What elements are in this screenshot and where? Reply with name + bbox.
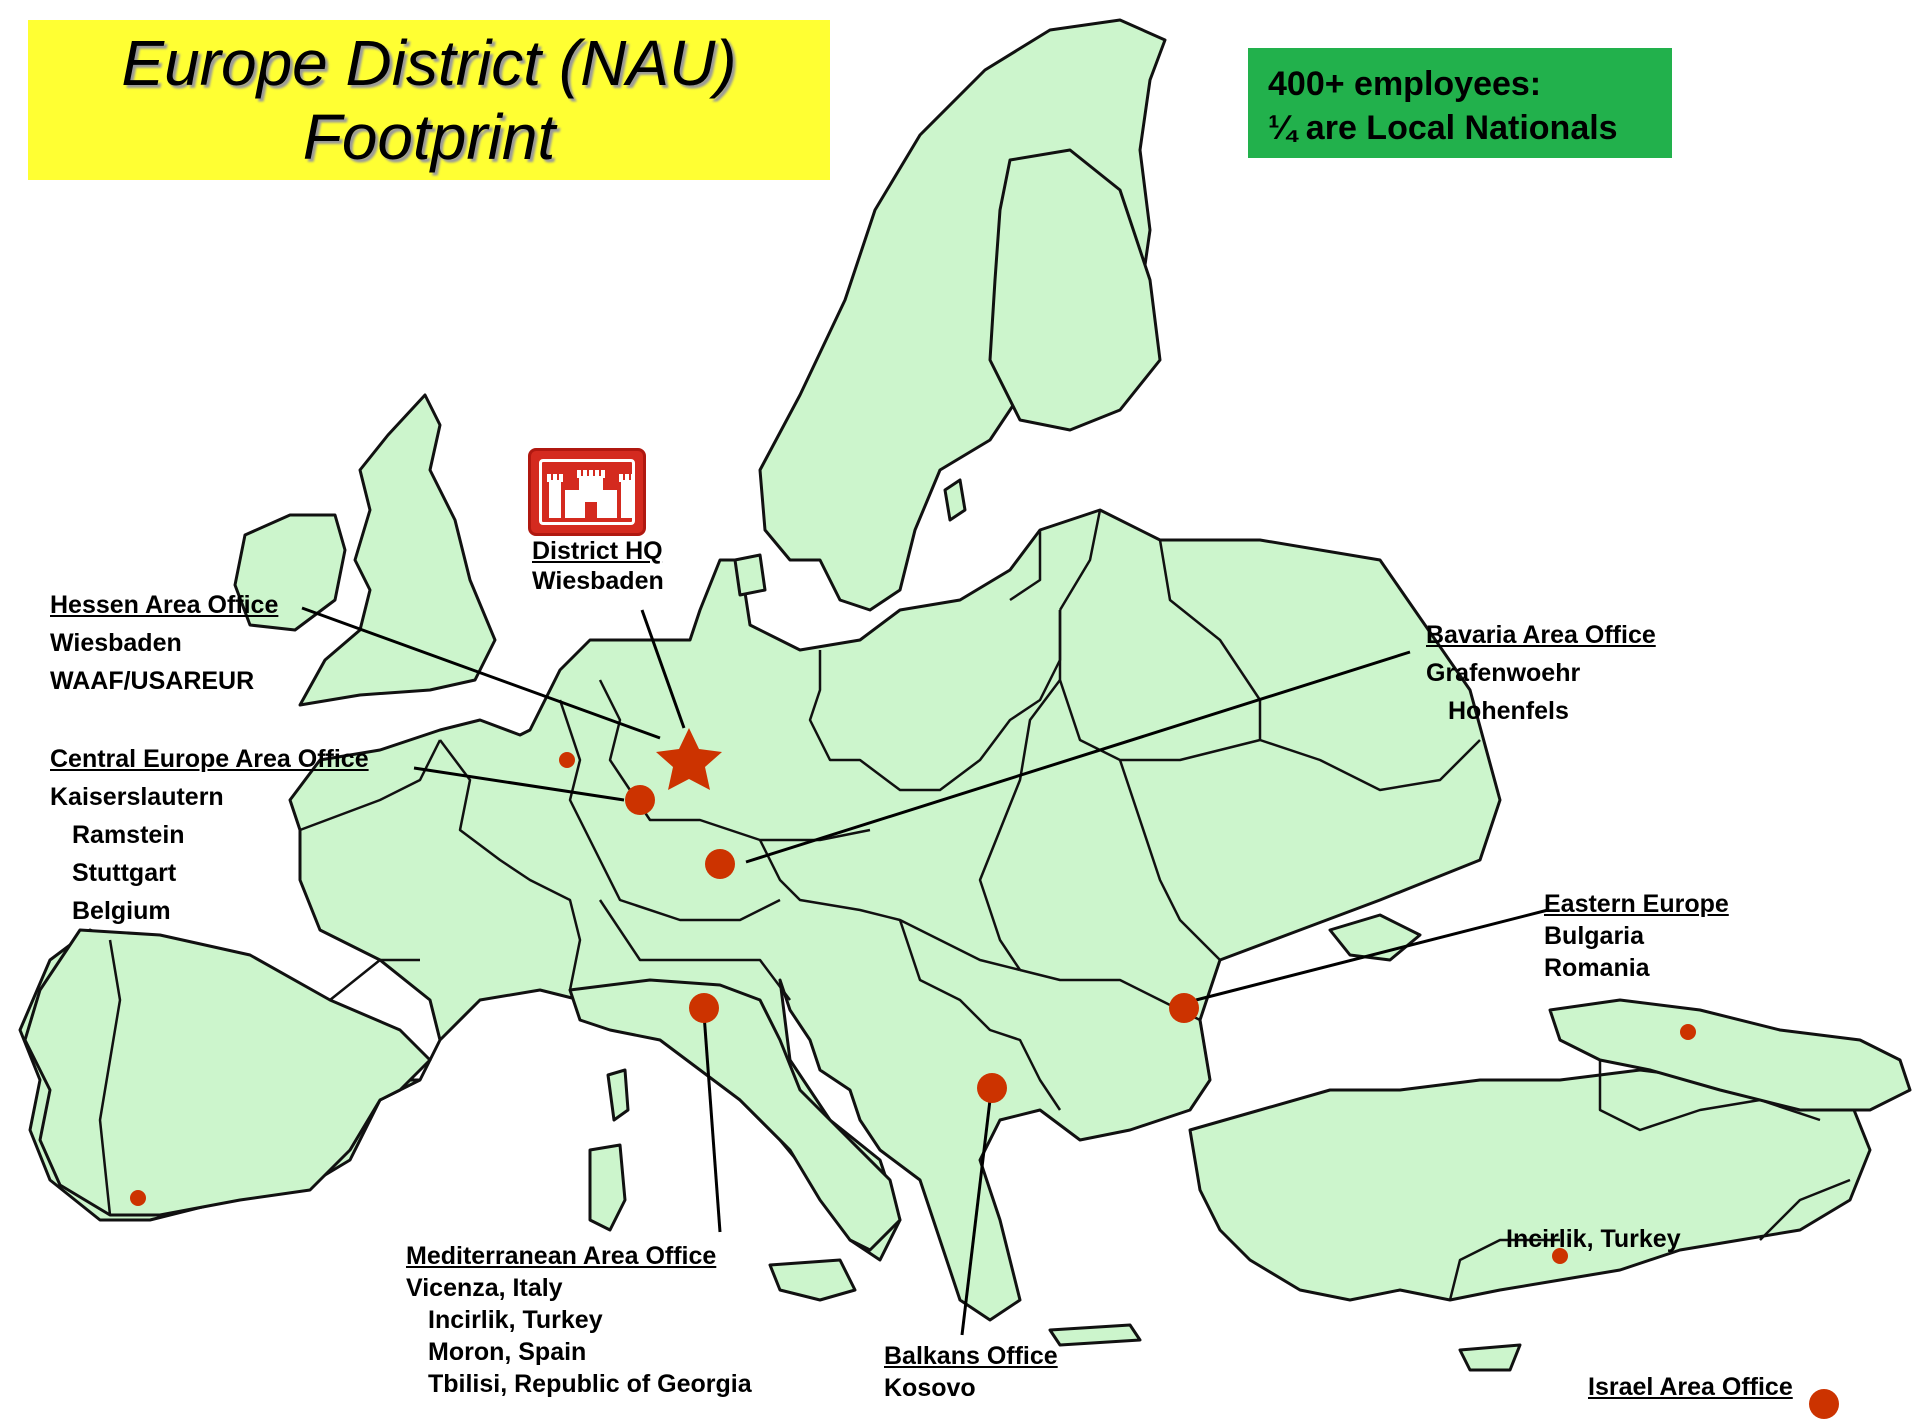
mediterranean-leader-line (702, 1013, 722, 1233)
corps-of-engineers-castle-icon (528, 448, 646, 536)
belgium-marker (559, 752, 575, 768)
crete-landmass (1048, 1323, 1142, 1347)
mediterranean-line-1: Vicenza, Italy (406, 1274, 563, 1302)
central-line-3: Stuttgart (72, 859, 177, 887)
hessen-leader-line (301, 606, 661, 740)
hessen-line-2: WAAF/USAREUR (50, 667, 255, 695)
kosovo-marker (977, 1073, 1007, 1103)
central-leader-line (413, 766, 625, 802)
balkans-office-label: Balkans Office Kosovo (884, 1340, 1058, 1404)
vicenza-marker (689, 993, 719, 1023)
district-hq-city: Wiesbaden (532, 567, 664, 595)
mediterranean-heading: Mediterranean Area Office (406, 1242, 717, 1270)
central-europe-marker (625, 785, 655, 815)
iberia-landmass (23, 928, 432, 1217)
great-britain-landmass (298, 393, 497, 707)
caucasus-landmass (1548, 998, 1912, 1112)
eastern-europe-label: Eastern Europe Bulgaria Romania (1544, 888, 1729, 984)
hq-leader-line (640, 609, 686, 729)
sardinia-landmass (588, 1143, 627, 1232)
district-hq-heading: District HQ (532, 537, 663, 565)
bavaria-area-office-label: Bavaria Area Office Grafenwoehr Hohenfel… (1426, 616, 1656, 730)
corsica-landmass (606, 1068, 630, 1122)
central-heading: Central Europe Area Office (50, 745, 369, 773)
hessen-area-office-label: Hessen Area Office Wiesbaden WAAF/USAREU… (50, 586, 278, 700)
balkans-line-1: Kosovo (884, 1374, 976, 1402)
italy-landmass (568, 978, 902, 1252)
moron-spain-marker (130, 1190, 146, 1206)
mediterranean-line-3: Moron, Spain (428, 1338, 587, 1366)
incirlik-turkey-label: Incirlik, Turkey (1506, 1225, 1681, 1253)
mediterranean-line-4: Tbilisi, Republic of Georgia (428, 1370, 752, 1398)
bavaria-leader-line (745, 650, 1411, 864)
continental-europe-landmass (18, 508, 1502, 1322)
employees-line-2: ¼ are Local Nationals (1268, 109, 1618, 147)
cyprus-landmass (1458, 1343, 1522, 1372)
israel-marker (1809, 1389, 1839, 1419)
land-masses (18, 18, 1912, 1372)
mediterranean-line-2: Incirlik, Turkey (428, 1306, 603, 1334)
gotland-island (943, 478, 967, 522)
title-banner: Europe District (NAU) Footprint (28, 20, 830, 180)
hessen-line-1: Wiesbaden (50, 629, 182, 657)
sicily-landmass (768, 1258, 857, 1302)
eastern-leader-line (1195, 908, 1549, 1002)
leader-lines (301, 606, 1549, 1336)
employees-line-1: 400+ employees: (1268, 65, 1542, 103)
eastern-line-2: Romania (1544, 954, 1650, 982)
central-line-1: Kaiserslautern (50, 783, 224, 811)
district-hq-label: District HQ Wiesbaden (532, 536, 664, 596)
bavaria-line-2: Hohenfels (1448, 697, 1569, 725)
anatolia-landmass (1188, 1068, 1872, 1302)
balkans-leader-line (960, 1099, 992, 1336)
eastern-line-1: Bulgaria (1544, 922, 1645, 950)
central-line-4: Belgium (72, 897, 171, 925)
romania-bulgaria-marker (1169, 993, 1199, 1023)
mediterranean-area-office-label: Mediterranean Area Office Vicenza, Italy… (406, 1240, 752, 1400)
district-hq-star-marker (656, 728, 722, 790)
country-borders (98, 509, 1851, 1301)
markers (130, 728, 1839, 1419)
israel-area-office-label: Israel Area Office (1588, 1373, 1793, 1401)
title-line-2: Footprint (302, 101, 556, 173)
balkans-heading: Balkans Office (884, 1342, 1058, 1370)
tbilisi-marker (1680, 1024, 1696, 1040)
danish-island (733, 553, 767, 597)
ireland-landmass (233, 513, 347, 632)
central-line-2: Ramstein (72, 821, 185, 849)
incirlik-marker (1552, 1248, 1568, 1264)
bavaria-marker (705, 849, 735, 879)
bavaria-line-1: Grafenwoehr (1426, 659, 1581, 687)
hessen-heading: Hessen Area Office (50, 591, 279, 619)
title-line-1: Europe District (NAU) (121, 27, 737, 99)
bavaria-heading: Bavaria Area Office (1426, 621, 1656, 649)
eastern-heading: Eastern Europe (1544, 890, 1729, 918)
employees-callout: 400+ employees: ¼ are Local Nationals (1248, 48, 1672, 158)
central-europe-area-office-label: Central Europe Area Office Kaiserslauter… (50, 740, 369, 930)
finland-landmass (988, 148, 1162, 432)
